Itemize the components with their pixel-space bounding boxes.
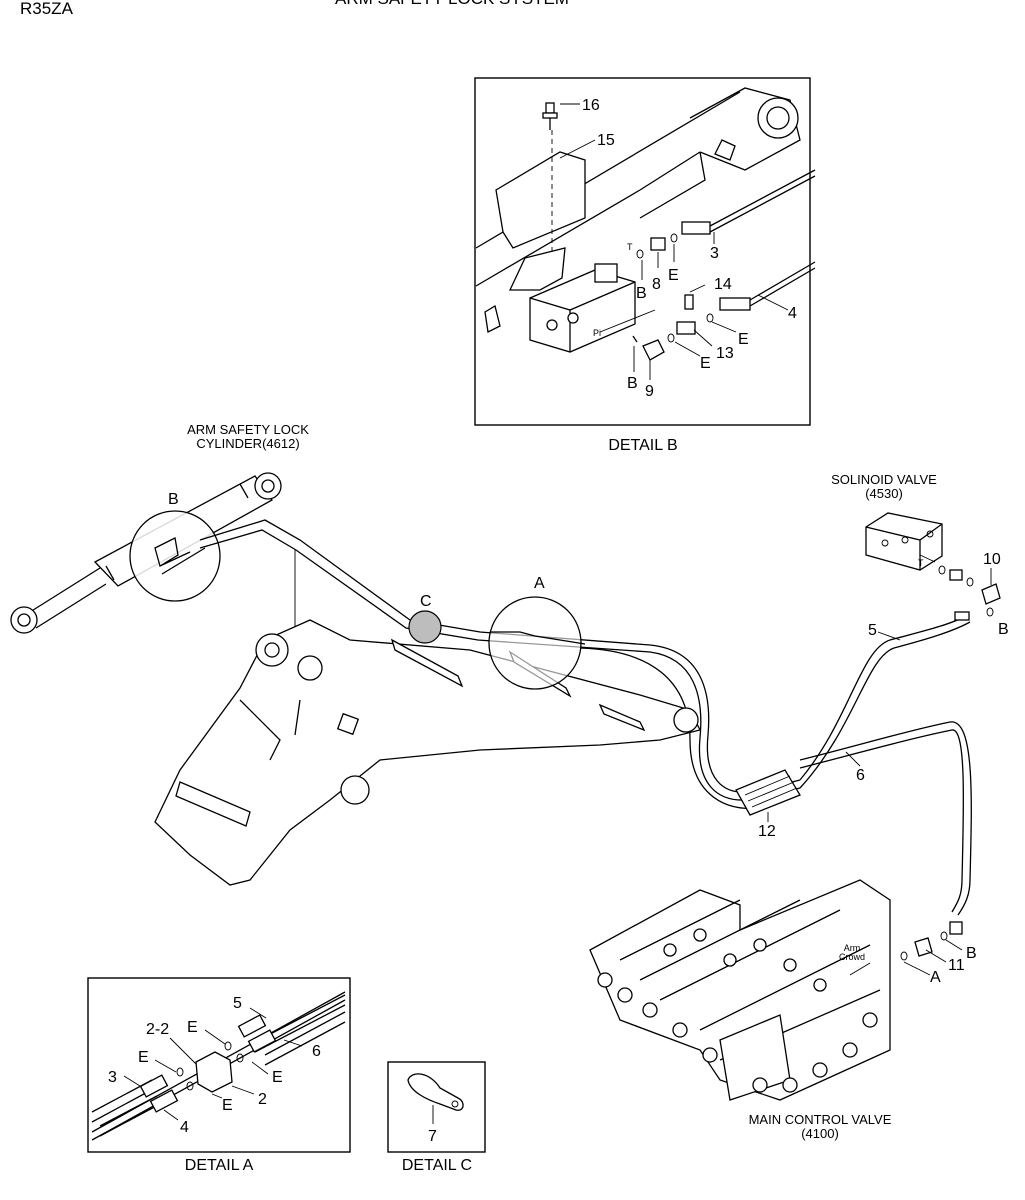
- callout-s-5: 5: [868, 622, 877, 639]
- callout-b-16: 16: [582, 97, 600, 114]
- detail-b-fittings: [599, 169, 816, 361]
- detail-b-frame: [474, 77, 811, 426]
- boom-arm: C A: [154, 575, 701, 886]
- detail-b-panel: 16 15 3 8 E B T 14 4 E 13 E Pi B 9 DETAI…: [474, 77, 816, 454]
- bracket-15: [495, 151, 586, 249]
- callout-a-3: 3: [108, 1069, 117, 1086]
- callout-v-11: 11: [948, 957, 965, 974]
- callout-b-8: 8: [652, 276, 661, 293]
- callout-b-9: 9: [645, 383, 654, 400]
- callout-a-e1: E: [187, 1019, 198, 1036]
- callout-a-4: 4: [180, 1119, 189, 1136]
- detail-b-leaders: [559, 103, 789, 380]
- callout-b-14: 14: [714, 276, 732, 293]
- page-title: ARM SAFETY LOCK SYSTEM: [335, 0, 569, 8]
- cylinder-label-line2: CYLINDER(4612): [196, 436, 299, 451]
- callout-main-c: C: [420, 593, 432, 610]
- callout-b-e2: E: [738, 331, 749, 348]
- detail-a-frame: [87, 977, 351, 1153]
- callout-circle-b: [129, 510, 221, 602]
- callout-b-e3: E: [700, 355, 711, 372]
- model-code: R35ZA: [20, 0, 74, 18]
- callout-main-6: 6: [856, 767, 865, 784]
- callout-circle-c: [408, 610, 442, 644]
- main-control-valve: Arm Crowd MAIN CONTROL VALVE (4100) A 11…: [589, 879, 977, 1141]
- arm-crowd-line1: Arm: [844, 943, 861, 953]
- callout-b-b2: B: [627, 375, 638, 392]
- callout-b-3: 3: [710, 245, 719, 262]
- mcv-label-line2: (4100): [801, 1126, 839, 1141]
- callout-b-b1: B: [636, 285, 647, 302]
- cylinder-label-line1: ARM SAFETY LOCK: [187, 422, 309, 437]
- callout-b-pi: Pi: [593, 328, 601, 338]
- mount-plate: [508, 247, 566, 291]
- callout-main-12: 12: [758, 823, 776, 840]
- detail-b-cylinder: [475, 87, 801, 333]
- callout-b-13: 13: [716, 345, 734, 362]
- detail-b-valve-block: [529, 263, 636, 353]
- solenoid-valve: SOLINOID VALVE (4530) T 10 B 5 6 12: [758, 472, 1009, 840]
- clip-7: [407, 1073, 464, 1111]
- detail-c-caption: DETAIL C: [402, 1157, 472, 1174]
- callout-circle-a: [488, 596, 582, 690]
- detail-c-frame: [387, 1061, 486, 1153]
- callout-a-6: 6: [312, 1043, 321, 1060]
- callout-a-2: 2: [258, 1091, 267, 1108]
- callout-a-e2: E: [138, 1049, 149, 1066]
- detail-c-panel: 7 DETAIL C: [387, 1061, 486, 1174]
- callout-b-e1: E: [668, 267, 679, 284]
- callout-a-2-2: 2-2: [146, 1021, 169, 1038]
- callout-v-b: B: [966, 945, 977, 962]
- callout-s-10: 10: [983, 551, 1001, 568]
- detail-a-fitting-2: [195, 1051, 233, 1093]
- solenoid-label-line2: (4530): [865, 486, 903, 501]
- callout-b-15: 15: [597, 132, 615, 149]
- callout-s-t: T: [918, 558, 924, 568]
- callout-b-4: 4: [788, 305, 797, 322]
- arm-crowd-line2: Crowd: [839, 952, 865, 962]
- detail-b-caption: DETAIL B: [608, 437, 677, 454]
- detail-a-caption: DETAIL A: [185, 1157, 254, 1174]
- mcv-label-line1: MAIN CONTROL VALVE: [749, 1112, 892, 1127]
- mcv-spools: [597, 928, 878, 1093]
- callout-s-b: B: [998, 621, 1009, 638]
- callout-b-t: T: [627, 242, 633, 252]
- arm-safety-lock-cylinder: ARM SAFETY LOCK CYLINDER(4612) B: [10, 422, 309, 634]
- callout-c-7: 7: [428, 1128, 437, 1145]
- solenoid-label-line1: SOLINOID VALVE: [831, 472, 937, 487]
- callout-main-b: B: [168, 491, 179, 508]
- bolt-16: [542, 102, 558, 260]
- detail-a-panel: 5 E 2-2 6 E E 3 E 2 4 DETAIL A: [87, 977, 351, 1174]
- callout-a-e4: E: [222, 1097, 233, 1114]
- callout-a-e3: E: [272, 1069, 283, 1086]
- callout-a-5: 5: [233, 995, 242, 1012]
- callout-v-a: A: [930, 969, 941, 986]
- callout-main-a: A: [534, 575, 545, 592]
